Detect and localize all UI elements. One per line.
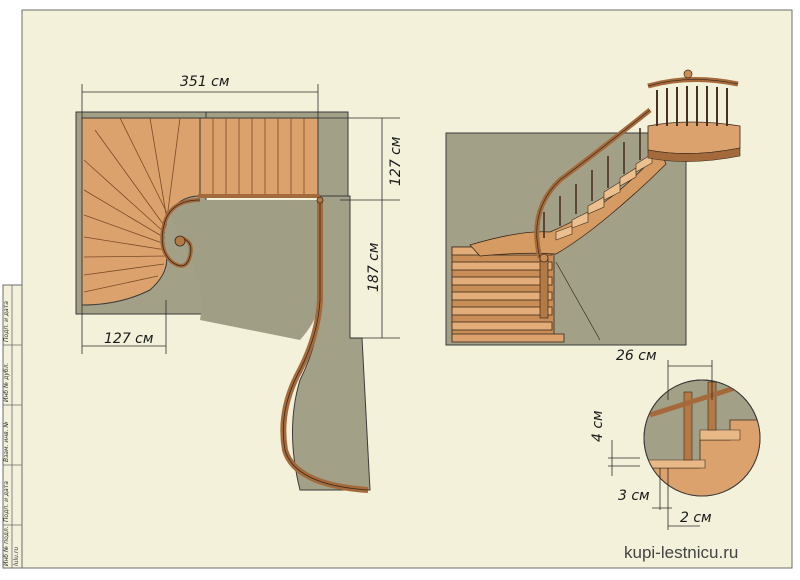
detail-view: [643, 379, 761, 497]
perspective-newel-post: [539, 257, 549, 319]
title-block-cell-1: Подп. и дата: [3, 301, 10, 342]
plan-dimension-lines: [81, 84, 400, 354]
plan-upper-flight: [199, 117, 319, 197]
perspective-stair-balusters: [543, 128, 641, 238]
title-block: Подп. и дата Инб № дубл. Взам. инв. № По…: [2, 284, 23, 569]
dim-detail-nosing: 2 см: [680, 510, 712, 526]
dim-detail-height: 4 см: [590, 410, 606, 442]
perspective-balcony-balusters: [656, 86, 728, 126]
dim-right-top: 127 см: [388, 136, 404, 186]
title-block-cell-2: Инб № дубл.: [3, 363, 10, 402]
title-block-cell-5: Инб № подл.: [3, 526, 10, 566]
plan-view: [75, 111, 371, 493]
perspective-upper-landing: [647, 121, 741, 154]
perspective-lower-flight: [451, 246, 565, 343]
detail-dimension-lines: [608, 360, 713, 530]
title-block-cell-3: Взам. инв. №: [3, 421, 10, 462]
plan-floor: [165, 200, 320, 340]
dim-detail-width: 26 см: [616, 348, 657, 364]
dim-right-mid: 187 см: [366, 242, 382, 292]
dim-top-width: 351 см: [180, 74, 230, 90]
dim-bottom-left: 127 см: [104, 331, 154, 347]
watermark: kupi-lestnicu.ru: [624, 543, 738, 562]
plan-newel-post: [174, 235, 186, 247]
dim-detail-depth: 3 см: [618, 488, 650, 504]
perspective-view: [445, 69, 741, 346]
perspective-newel-ball: [683, 69, 693, 79]
title-block-cell-4: Подп. и дата: [3, 481, 10, 522]
title-block-stamp: lulu.ru: [13, 547, 20, 566]
